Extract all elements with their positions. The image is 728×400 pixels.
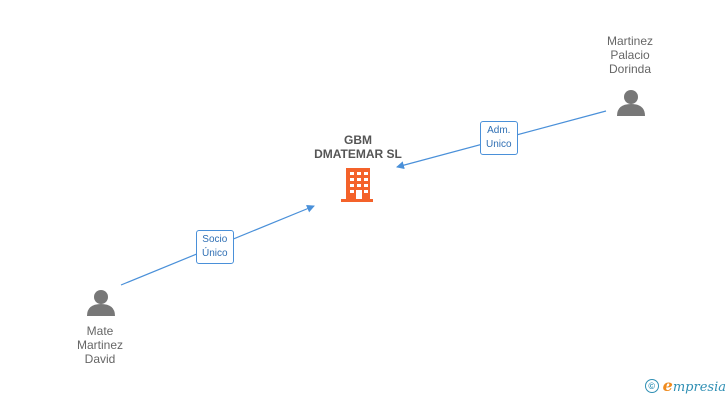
brand-footer: © empresia [644, 376, 726, 396]
edge-label-line: Adm. [487, 125, 511, 136]
edge-label-line: Socio [202, 234, 228, 245]
edge-label-adm-unico: Adm. Unico [480, 121, 518, 155]
company-name[interactable]: GBM DMATEMAR SL [298, 133, 418, 161]
edge-label-socio-unico: Socio Único [196, 230, 234, 264]
company-name-line: DMATEMAR SL [314, 147, 402, 161]
edge-label-line: Único [202, 248, 228, 259]
person-name-line: David [84, 352, 116, 366]
person-name-line: Martinez [76, 338, 123, 352]
person-name-martinez-palacio-dorinda[interactable]: Martinez Palacio Dorinda [590, 34, 670, 76]
building-icon [341, 168, 373, 202]
person-name-mate-martinez-david[interactable]: Mate Martinez David [60, 324, 140, 366]
copyright-icon: © [644, 379, 659, 393]
person-name-line: Martinez [606, 34, 653, 48]
person-name-line: Palacio [610, 48, 650, 62]
person-icon [87, 290, 115, 316]
company-name-line: GBM [344, 133, 372, 147]
person-icon [617, 90, 645, 116]
edge-label-line: Unico [486, 139, 512, 150]
brand-logo[interactable]: empresia [663, 376, 726, 396]
brand-logo-initial: e [662, 376, 673, 395]
person-name-line: Dorinda [608, 62, 652, 76]
brand-logo-text: mpresia [672, 380, 726, 395]
person-name-line: Mate [86, 324, 114, 338]
